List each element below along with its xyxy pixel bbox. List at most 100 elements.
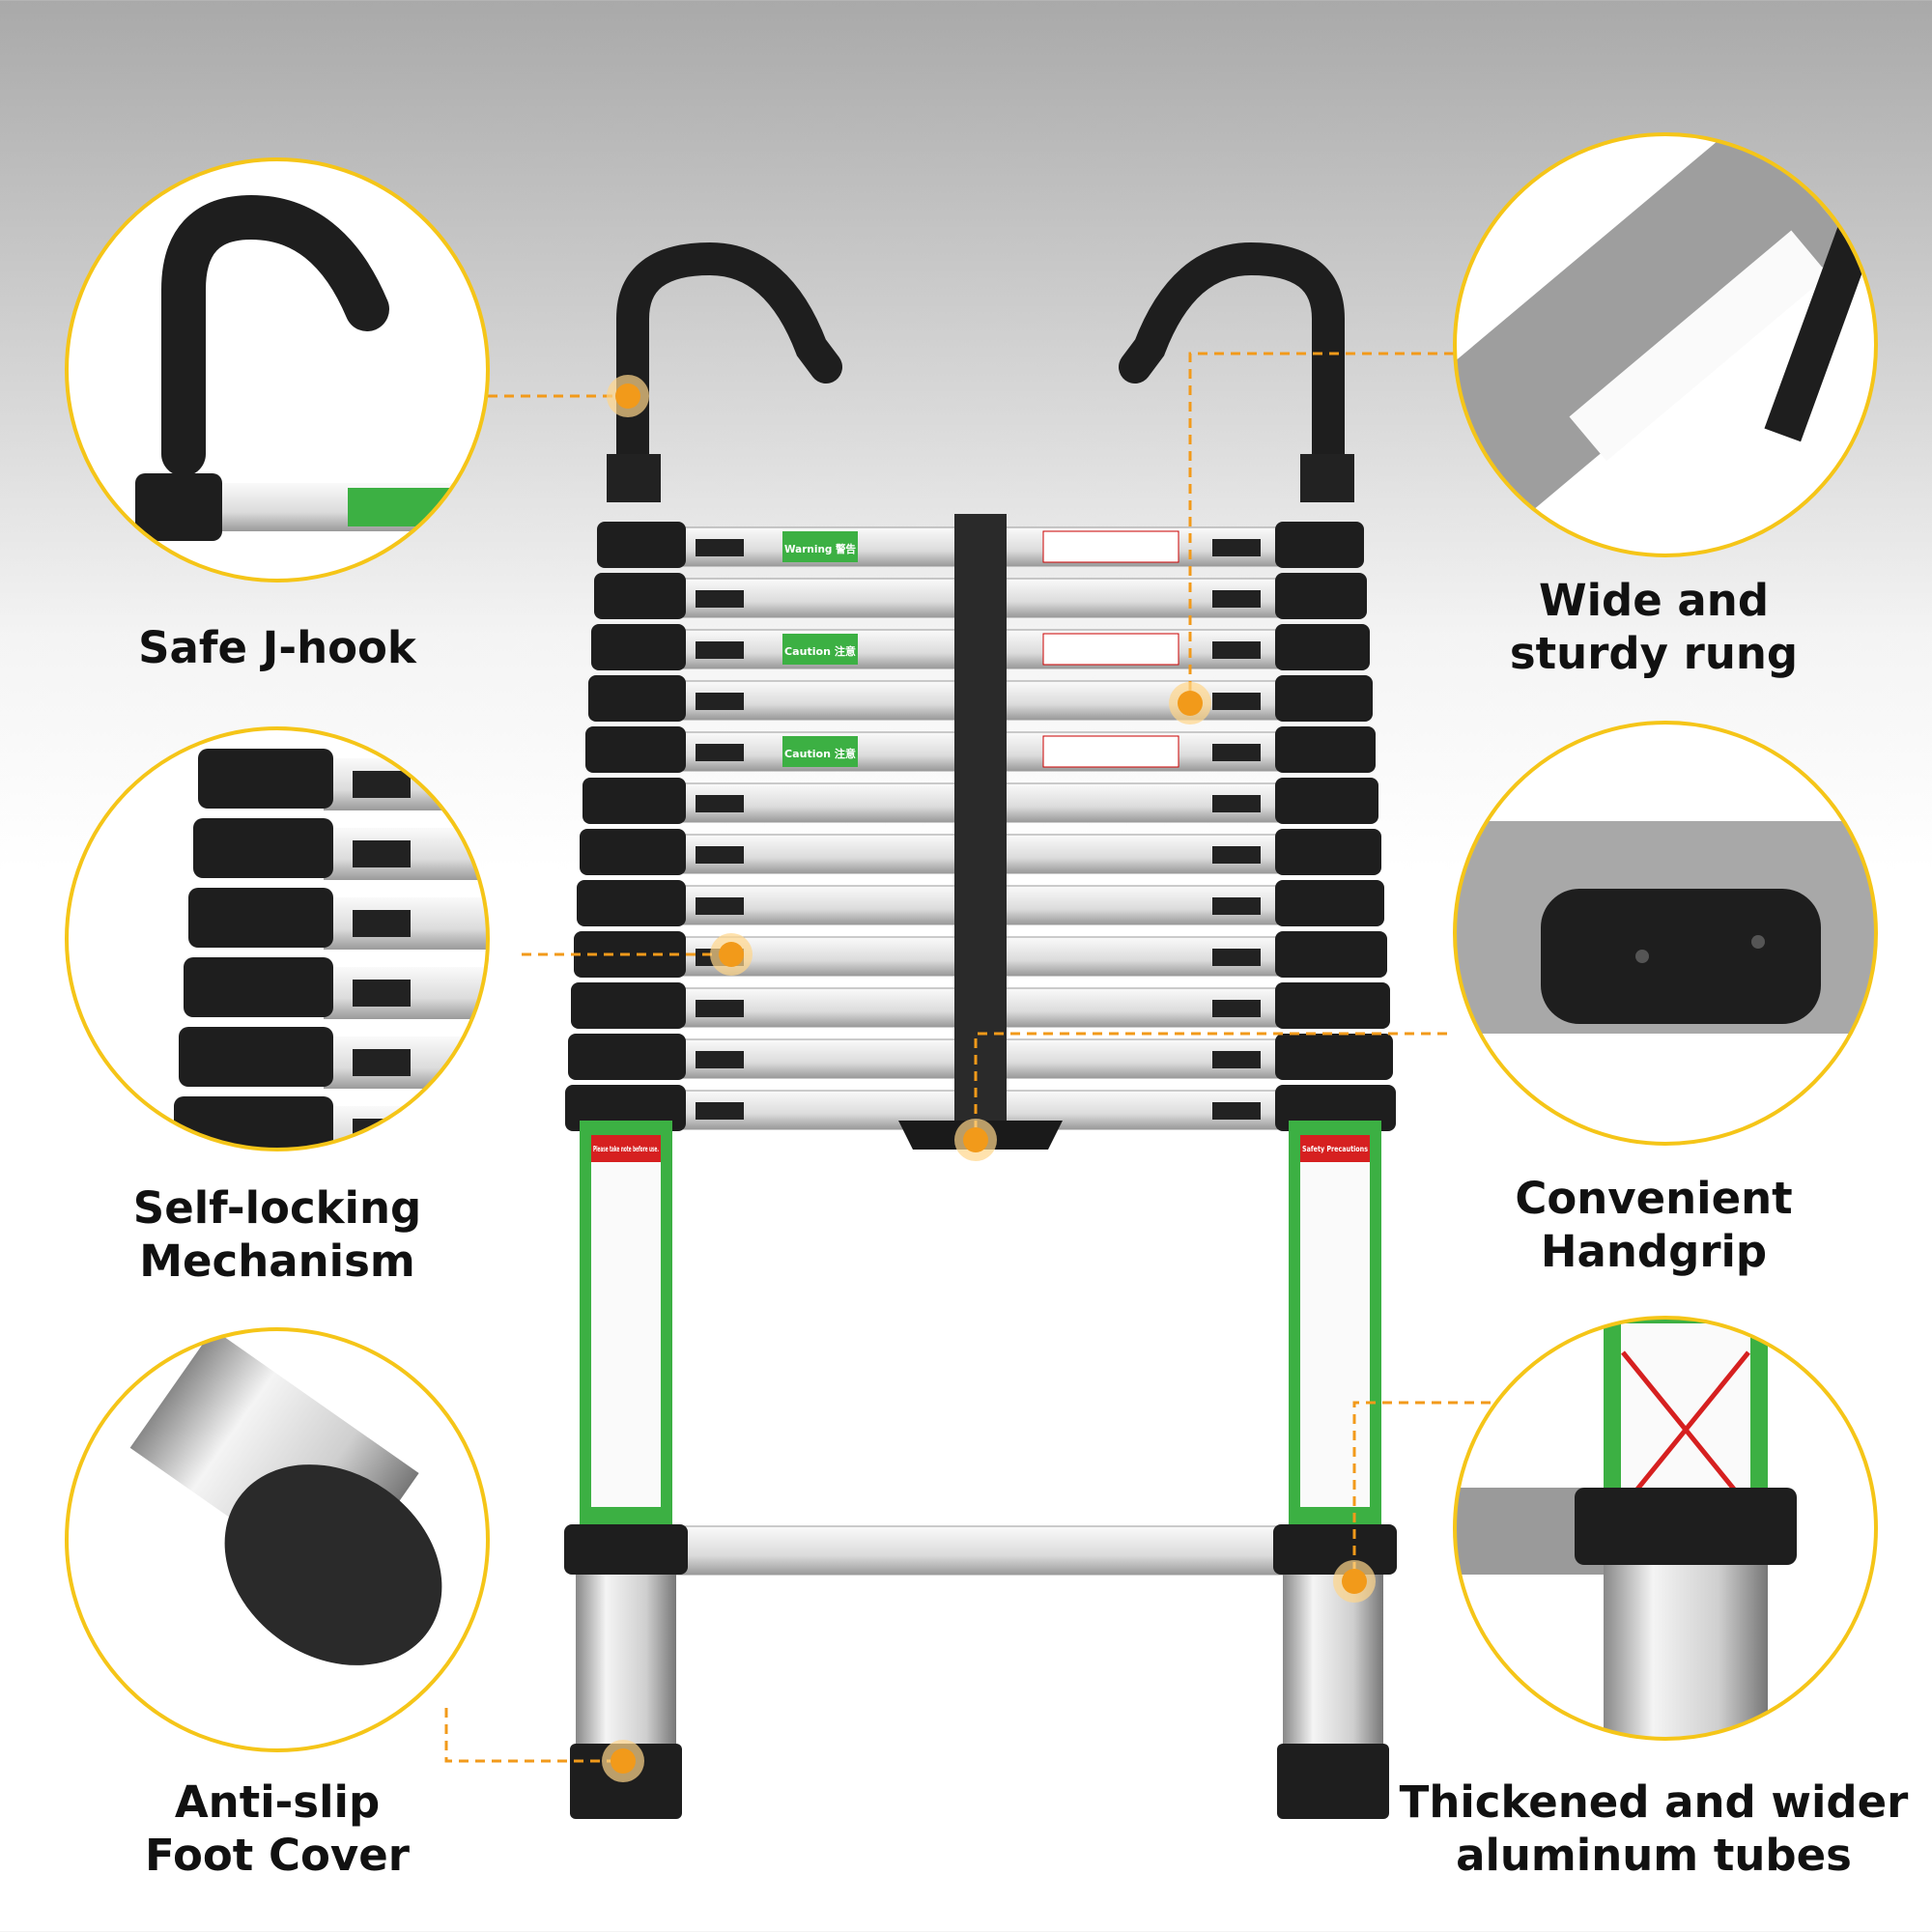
rung-lock-slot — [1212, 897, 1261, 915]
left-pole-lock-segment — [591, 624, 686, 670]
lock-segment — [179, 1027, 333, 1087]
incorrect-cross — [1621, 1350, 1750, 1509]
left-bottom-tube — [576, 1575, 676, 1748]
handgrip-closeup — [1455, 821, 1876, 1034]
screw — [1751, 935, 1765, 949]
label-aluminum-tubes: Thickened and wider aluminum tubes — [1399, 1776, 1909, 1881]
warning-sticker — [782, 531, 858, 562]
tube-closeup — [1455, 1318, 1797, 1739]
rung-lock-slot — [1212, 949, 1261, 966]
rung-lock-slot — [1212, 846, 1261, 864]
right-pole-lock-segment — [1275, 624, 1370, 670]
collar — [1575, 1488, 1797, 1565]
right-pole-lock-segment — [1275, 931, 1387, 978]
j-hook-closeup — [135, 194, 454, 541]
lock-segment — [135, 473, 222, 541]
screw — [1635, 950, 1649, 963]
lock-segment — [188, 888, 333, 948]
rung-lock-slot — [1212, 1102, 1261, 1120]
rung-front — [1569, 230, 1829, 462]
circle-border — [1453, 132, 1878, 557]
instruction-sticker — [1042, 735, 1179, 768]
rung-lock-slot — [696, 693, 744, 710]
rung-closeup-circle — [1453, 132, 1878, 557]
label-handgrip: Convenient Handgrip — [1515, 1173, 1793, 1277]
lock-slot — [353, 910, 411, 937]
lock-slot — [353, 980, 411, 1007]
callout-line — [444, 1708, 623, 1763]
telescopic-ladder — [564, 242, 1397, 1819]
right-pole-label-heading: Safety Precautions — [1302, 1145, 1368, 1153]
callout-line — [1352, 1401, 1491, 1581]
callout-dot — [611, 1748, 636, 1774]
hook-collar — [1300, 454, 1354, 502]
left-pole-lock-segment — [594, 573, 686, 619]
handgrip-closeup-circle — [1453, 721, 1878, 1146]
right-foot-cover — [1277, 1744, 1389, 1819]
left-bottom-collar — [564, 1524, 688, 1575]
rung-lock-slot — [696, 795, 744, 812]
label-self-locking: Self-locking Mechanism — [132, 1182, 422, 1287]
right-bottom-collar — [1273, 1524, 1397, 1575]
right-pole-lock-segment — [1275, 880, 1384, 926]
rung-lock-slot — [696, 1102, 744, 1120]
bottom-rung — [675, 1525, 1286, 1576]
label-safe-j-hook: Safe J-hook — [138, 622, 416, 673]
handgrip — [1541, 889, 1821, 1024]
lock-segment — [193, 818, 333, 878]
detail-circles — [65, 132, 1878, 1752]
left-pole-lock-segment — [565, 1085, 686, 1131]
label-anti-slip: Anti-slip Foot Cover — [145, 1776, 410, 1881]
right-bottom-tube — [1283, 1575, 1383, 1748]
caution-sticker-text: Caution 注意 — [784, 644, 856, 658]
ladder-sticker-text: Warning 警告 Caution 注意 Caution 注意 Please … — [593, 542, 1368, 1153]
left-pole-lock-segment — [571, 982, 686, 1029]
instruction-sticker — [1042, 633, 1179, 666]
warning-sticker — [782, 736, 858, 767]
callout-dot — [615, 384, 640, 409]
left-pole-lock-segment — [577, 880, 686, 926]
j-hook-closeup-circle — [65, 157, 490, 582]
foot-cover-closeup — [129, 1329, 442, 1665]
callout-dot — [963, 1127, 988, 1152]
rung-lock-slot — [1212, 1000, 1261, 1017]
rung-lock-slot — [1212, 641, 1261, 659]
right-pole-lock-segment — [1275, 522, 1364, 568]
left-pole-lock-segment — [568, 1034, 686, 1080]
rung-lock-slot — [1212, 1051, 1261, 1068]
lock-slot — [353, 771, 411, 798]
left-pole-lock-segment — [597, 522, 686, 568]
foot-cover-closeup-circle — [65, 1327, 490, 1752]
rung-lock-slot — [1212, 795, 1261, 812]
rung-lock-slot — [1212, 590, 1261, 608]
left-pole-lock-segment — [588, 675, 686, 722]
warning-sticker-text: Warning 警告 — [784, 542, 856, 555]
right-pole-lock-segment — [1275, 982, 1390, 1029]
lock-slot — [353, 840, 411, 867]
right-pole-lock-segment — [1275, 573, 1367, 619]
left-pole-lock-segment — [580, 829, 686, 875]
rung-lock-slot — [696, 590, 744, 608]
right-pole-lock-segment — [1275, 1085, 1396, 1131]
left-j-hook — [616, 242, 842, 480]
right-pole-lock-segment — [1275, 829, 1381, 875]
circle-border — [65, 726, 490, 1151]
right-pole-lock-segment — [1275, 726, 1376, 773]
callout-dot — [719, 942, 744, 967]
circle-border — [65, 157, 490, 582]
pole-label-header — [591, 1135, 661, 1162]
label-wide-rung: Wide and sturdy rung — [1509, 575, 1799, 679]
right-pole-lock-segment — [1275, 1034, 1393, 1080]
lock-slot — [353, 1049, 411, 1076]
circle-border — [1453, 721, 1878, 1146]
callout-line — [1188, 352, 1454, 703]
callout-dot — [1178, 691, 1203, 716]
rung-lock-slot — [696, 1051, 744, 1068]
rung-lock-slot — [696, 1000, 744, 1017]
callout-line — [974, 1032, 1447, 1140]
right-pole-label-panel — [1300, 1140, 1370, 1507]
caution-sticker-text: Caution 注意 — [784, 747, 856, 760]
lock-segment — [198, 749, 333, 809]
rung-lock-slot — [696, 539, 744, 556]
